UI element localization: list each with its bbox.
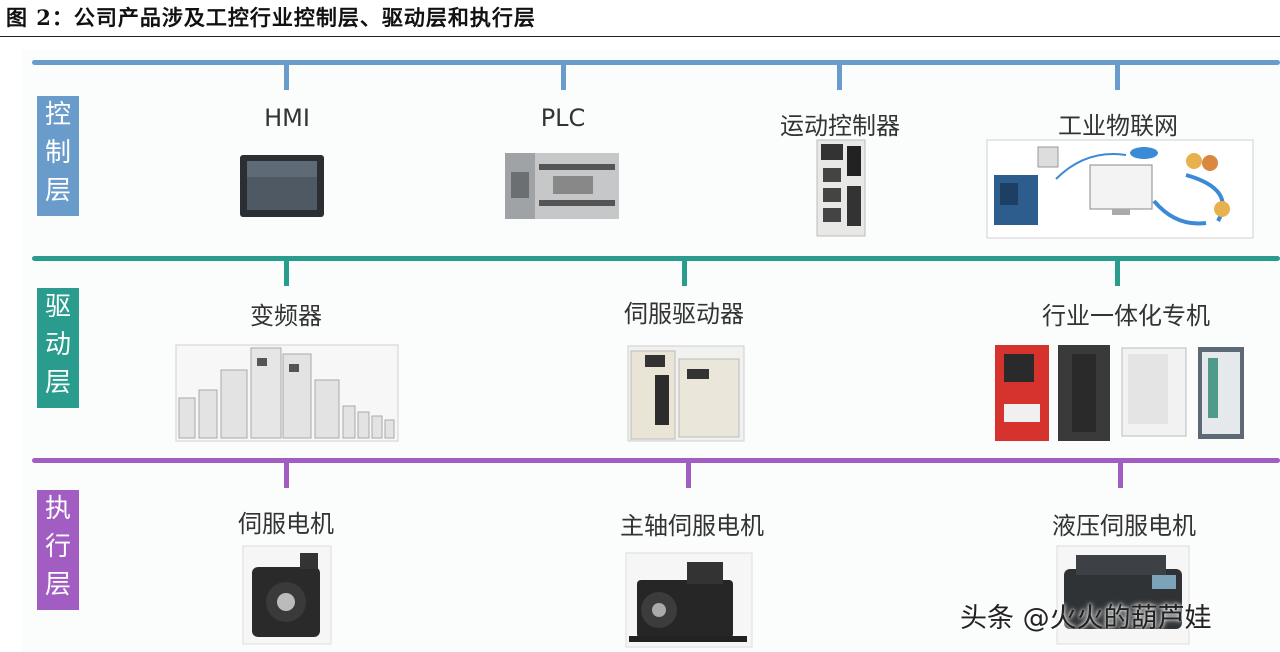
iiot-network-icon: [986, 139, 1254, 239]
figure-title: 图 2：公司产品涉及工控行业控制层、驱动层和执行层: [6, 5, 536, 30]
drive-layer-label: 驱动层: [37, 288, 79, 408]
item-label-inverter: 变频器: [250, 302, 322, 330]
execute-layer-label: 执行层: [37, 490, 79, 610]
watermark: 头条 @火火的葫芦娃: [960, 603, 1212, 634]
servo-drive-icon: [627, 345, 745, 442]
item-label-hydraulic-servo-motor: 液压伺服电机: [1052, 512, 1196, 540]
item-label-spindle-servo-motor: 主轴伺服电机: [620, 512, 764, 540]
item-label-hmi: HMI: [264, 104, 310, 132]
control-layer-label: 控制层: [37, 96, 79, 216]
control-layer-bar: [32, 60, 1280, 65]
control-tick-plc: [561, 62, 566, 90]
item-label-motion-controller: 运动控制器: [780, 112, 900, 140]
execute-tick-hydraulic-motor: [1118, 460, 1123, 488]
control-tick-motion: [837, 62, 842, 90]
plc-module-icon: [505, 153, 619, 219]
execute-tick-spindle-motor: [686, 460, 691, 488]
drive-tick-integrated: [1115, 258, 1120, 286]
execute-layer-bar: [32, 458, 1280, 463]
control-tick-hmi: [284, 62, 289, 90]
inverter-family-icon: [175, 344, 399, 442]
spindle-servo-motor-icon: [625, 552, 753, 648]
integrated-machines-icon: [995, 345, 1244, 441]
hmi-touch-panel-icon: [240, 155, 324, 217]
servo-motor-icon: [242, 545, 332, 645]
drive-tick-servo-drive: [682, 258, 687, 286]
control-tick-iiot: [1115, 62, 1120, 90]
title-rule: [0, 36, 1280, 37]
motion-controller-icon: [816, 139, 866, 237]
drive-layer-bar: [32, 256, 1280, 261]
item-label-iiot: 工业物联网: [1058, 112, 1178, 140]
item-label-integrated-machine: 行业一体化专机: [1042, 302, 1210, 330]
item-label-servo-motor: 伺服电机: [238, 510, 334, 538]
item-label-servo-drive: 伺服驱动器: [624, 300, 744, 328]
item-label-plc: PLC: [540, 104, 586, 132]
drive-tick-inverter: [284, 258, 289, 286]
execute-tick-servo-motor: [284, 460, 289, 488]
hydraulic-servo-motor-icon: [1056, 545, 1190, 645]
